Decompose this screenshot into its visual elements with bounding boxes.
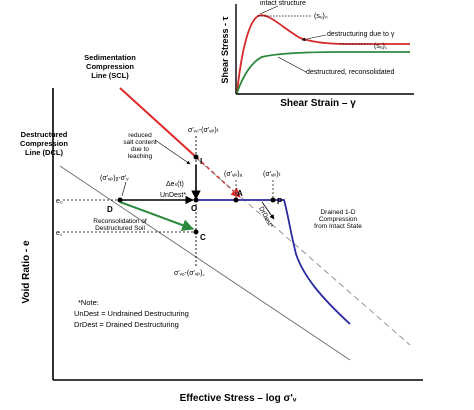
dcl-label: Destructured Compression Line (DCL) xyxy=(20,130,68,157)
scl-label: Sedimentation Compression Line (SCL) xyxy=(84,53,136,80)
scl-dashed xyxy=(195,156,241,198)
salt-pointer xyxy=(154,139,191,165)
suc-label: (sᵤ)꜀ xyxy=(374,43,388,50)
point-D-label: D xyxy=(107,205,113,214)
undest-label: UnDest* xyxy=(160,192,186,199)
y-axis-label: Void Ratio - e xyxy=(21,240,32,304)
salt-2: salt content xyxy=(123,139,156,146)
dcl-label-1: Destructured xyxy=(21,130,68,139)
sigma-vp-a: (σ'ᵥₚ)ₐ xyxy=(224,171,243,178)
inset-x-label: Shear Strain – γ xyxy=(280,98,356,109)
drained-compression-curve xyxy=(196,199,351,325)
e0-label: e₀ xyxy=(56,198,63,205)
point-C xyxy=(193,229,199,235)
upper-guide-line xyxy=(195,157,411,346)
point-P-label: P xyxy=(277,197,283,206)
note-title: *Note: xyxy=(78,298,99,307)
point-P xyxy=(270,197,276,203)
sigma-vp-b: (σ'ᵥₚ)ᵦ-σ'ᵥ xyxy=(100,175,129,182)
point-C-label: C xyxy=(200,233,206,242)
point-O xyxy=(193,197,199,203)
su0-label: (sᵤ)₀ xyxy=(314,13,328,20)
point-I-label: I xyxy=(200,157,202,166)
drained-3: from Intact State xyxy=(314,223,362,230)
note-drdest: DrDest = Drained Destructuring xyxy=(74,320,179,329)
point-A xyxy=(233,197,239,203)
point-A-label: A xyxy=(237,189,243,198)
scl-line xyxy=(119,87,197,158)
ec-label: e꜀ xyxy=(56,230,63,237)
inset-y-label: Shear Stress - τ xyxy=(220,16,230,83)
point-D xyxy=(117,197,123,203)
salt-annotation: reduced salt content due to leaching xyxy=(123,132,156,160)
drdest-label: DrDest* xyxy=(257,206,274,230)
destructuring-label: destructuring due to γ xyxy=(327,31,395,38)
point-I xyxy=(193,154,199,160)
drained-1: Drained 1-D xyxy=(320,209,355,216)
intact-pointer xyxy=(259,5,279,15)
x-axis-label: Effective Stress – log σ'ᵥ xyxy=(180,393,297,404)
drdest-arrow xyxy=(261,201,275,220)
scl-label-2: Compression xyxy=(86,62,134,71)
salt-4: leaching xyxy=(128,153,153,160)
sigma-vo-bottom: σ'ᵥₒ-(σ'ᵥₚ)꜀ xyxy=(174,270,205,277)
sigma-vo-top: σ'ᵥ₀-(σ'ᵥₚ)ₜ xyxy=(188,127,219,134)
salt-3: due to xyxy=(131,146,149,153)
delta-e-label: Δeₛ(t) xyxy=(166,181,184,188)
recon-annotation: Reconsolidation of Destructured Soil xyxy=(93,218,147,232)
destructured-curve xyxy=(236,51,410,94)
dcl-line xyxy=(59,165,351,361)
note: *Note: UnDest = Undrained Destructuring … xyxy=(74,298,189,329)
recon-1: Reconsolidation of xyxy=(93,218,147,225)
sigma-vp-t: (σ'ᵥₚ)ₜ xyxy=(263,171,281,178)
drained-2: Compression xyxy=(319,216,358,223)
scl-label-1: Sedimentation xyxy=(84,53,136,62)
intact-label: intact structure xyxy=(260,0,306,7)
inset-chart: Shear Stress - τ Shear Strain – γ intact… xyxy=(220,0,414,109)
recon-2: Destructured Soil xyxy=(95,225,145,232)
recon-segment xyxy=(119,201,195,231)
salt-1: reduced xyxy=(128,132,152,139)
dcl-label-3: Line (DCL) xyxy=(25,148,63,157)
scl-label-3: Line (SCL) xyxy=(91,71,129,80)
sigma-vp-b-pointer xyxy=(121,181,127,197)
destructuring-pointer xyxy=(301,34,327,42)
dcl-label-2: Compression xyxy=(20,139,68,148)
point-O-label: O xyxy=(191,204,197,213)
note-undest: UnDest = Undrained Destructuring xyxy=(74,309,189,318)
intact-structure-curve xyxy=(236,14,410,94)
drained-annotation: Drained 1-D Compression from Intact Stat… xyxy=(314,209,362,230)
destructured-pointer xyxy=(277,56,307,73)
destructured-label: destructured, reconsolidated xyxy=(306,69,394,76)
